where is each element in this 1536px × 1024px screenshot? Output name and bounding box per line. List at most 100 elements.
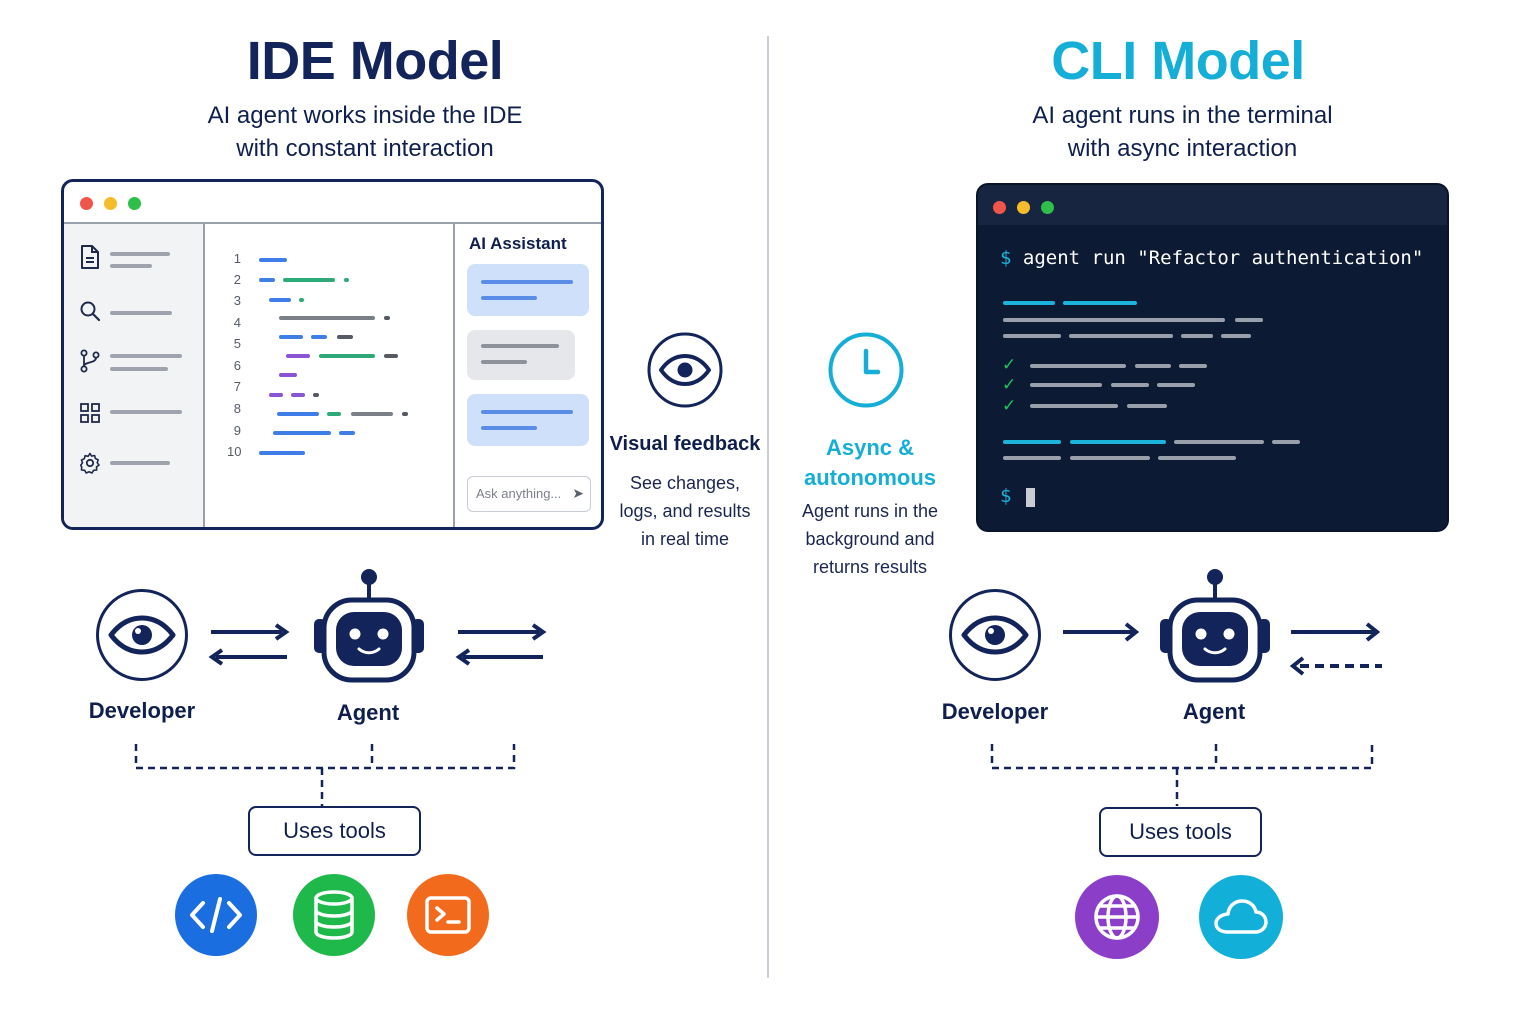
line-number: 3 (233, 293, 241, 308)
message-line (481, 410, 573, 414)
line-number: 1 (233, 251, 241, 266)
async-desc-line1: Agent runs in the (801, 501, 939, 521)
output-line (1181, 334, 1213, 338)
section-divider (767, 36, 769, 978)
terminal-prompt-line: $ (1000, 485, 1011, 507)
output-line (1221, 334, 1251, 338)
code-token (279, 316, 375, 320)
ide-window: 1 2 3 4 5 6 7 8 9 10 (61, 179, 604, 530)
ide-developer-label: Developer (88, 698, 196, 723)
async-desc-line2: background and (805, 529, 935, 549)
cli-subtitle: AI agent runs in the terminal with async… (945, 99, 1420, 165)
ai-assistant-title: AI Assistant (469, 234, 567, 253)
cloud-icon (1199, 875, 1283, 959)
branch-icon[interactable] (79, 349, 101, 373)
cli-title: CLI Model (1051, 31, 1305, 91)
ide-subtitle: AI agent works inside the IDE with const… (130, 99, 600, 165)
visual-feedback-desc: See changes, logs, and results in real t… (600, 469, 770, 553)
output-line (1069, 334, 1173, 338)
async-desc-line3: returns results (812, 557, 928, 577)
ai-message-bubble (467, 264, 589, 316)
output-line (1272, 440, 1300, 444)
cli-subtitle-line2: with async interaction (1067, 135, 1298, 162)
code-token (344, 278, 349, 282)
line-number: 8 (233, 401, 241, 416)
cli-agent-label: Agent (1182, 699, 1246, 724)
sidebar-item-search-bar (110, 311, 172, 315)
sidebar-item-files-bar (110, 252, 170, 256)
ai-assistant-panel: AI Assistant Ask anything... ➤ (453, 224, 601, 527)
terminal-window[interactable]: $ agent run "Refactor authentication" ✓ … (976, 183, 1449, 532)
async-title: Async & autonomous (780, 433, 960, 493)
file-icon[interactable] (78, 244, 102, 270)
async-title-line1: Async & (825, 435, 915, 460)
developer-eye-icon (96, 589, 188, 681)
output-line (1127, 404, 1167, 408)
output-line (1111, 383, 1149, 387)
message-line (481, 426, 537, 430)
eye-icon (647, 332, 723, 408)
async-return-arrow-icon (1289, 622, 1382, 676)
send-icon[interactable]: ➤ (572, 485, 584, 501)
output-line (1003, 301, 1055, 305)
code-token (384, 316, 390, 320)
async-desc: Agent runs in the background and returns… (780, 497, 960, 581)
code-token (259, 278, 275, 282)
terminal-command: agent run "Refactor authentication" (1022, 247, 1424, 269)
cli-developer-label: Developer (941, 699, 1049, 724)
sidebar-item-grid-bar (110, 410, 182, 414)
sidebar-item-settings-bar (110, 461, 170, 465)
globe-icon (1075, 875, 1159, 959)
ide-title-bar (64, 182, 601, 224)
output-line (1179, 364, 1207, 368)
ask-placeholder: Ask anything... (476, 486, 562, 501)
maximize-dot[interactable] (1041, 201, 1054, 214)
grid-icon[interactable] (79, 402, 101, 424)
code-token (286, 354, 310, 358)
ide-subtitle-line1: AI agent works inside the IDE (207, 102, 523, 129)
message-line (481, 296, 537, 300)
visual-feedback-desc-line2: logs, and results (619, 501, 751, 521)
user-message-bubble (467, 330, 575, 380)
close-dot[interactable] (993, 201, 1006, 214)
gear-icon[interactable] (78, 451, 102, 475)
code-token (291, 393, 305, 397)
ai-message-bubble (467, 394, 589, 446)
output-line (1003, 440, 1061, 444)
minimize-dot[interactable] (1017, 201, 1030, 214)
line-number: 2 (233, 272, 241, 287)
output-line (1135, 364, 1171, 368)
ide-uses-tools-box: Uses tools (248, 806, 421, 856)
ask-input[interactable]: Ask anything... ➤ (467, 476, 591, 512)
sidebar-item-branch-bar (110, 354, 182, 358)
close-dot[interactable] (80, 197, 93, 210)
ide-sidebar (64, 224, 205, 527)
line-number: 10 (227, 444, 242, 459)
minimize-dot[interactable] (104, 197, 117, 210)
visual-feedback-desc-line1: See changes, (629, 473, 741, 493)
line-number: 9 (233, 423, 241, 438)
code-token (337, 335, 353, 339)
code-token (327, 412, 341, 416)
code-token (259, 258, 287, 262)
async-title-line2: autonomous (804, 465, 936, 490)
output-line (1157, 383, 1195, 387)
sidebar-item-files-bar2 (110, 264, 152, 268)
output-line (1235, 318, 1263, 322)
prompt-symbol: $ (1000, 485, 1012, 507)
ide-title: IDE Model (246, 31, 504, 91)
code-icon (175, 874, 257, 956)
search-icon[interactable] (79, 300, 101, 322)
ide-agent-label: Agent (336, 700, 400, 725)
maximize-dot[interactable] (128, 197, 141, 210)
line-number: 6 (233, 358, 241, 373)
line-number: 5 (233, 336, 241, 351)
visual-feedback-desc-line3: in real time (640, 529, 730, 549)
message-line (481, 360, 527, 364)
terminal-cursor (1026, 488, 1035, 507)
message-line (481, 344, 559, 348)
bidirectional-arrow-icon (208, 623, 290, 666)
prompt-symbol: $ (1000, 247, 1012, 269)
agent-robot-icon (314, 569, 424, 683)
ide-code-editor[interactable]: 1 2 3 4 5 6 7 8 9 10 (207, 224, 453, 527)
